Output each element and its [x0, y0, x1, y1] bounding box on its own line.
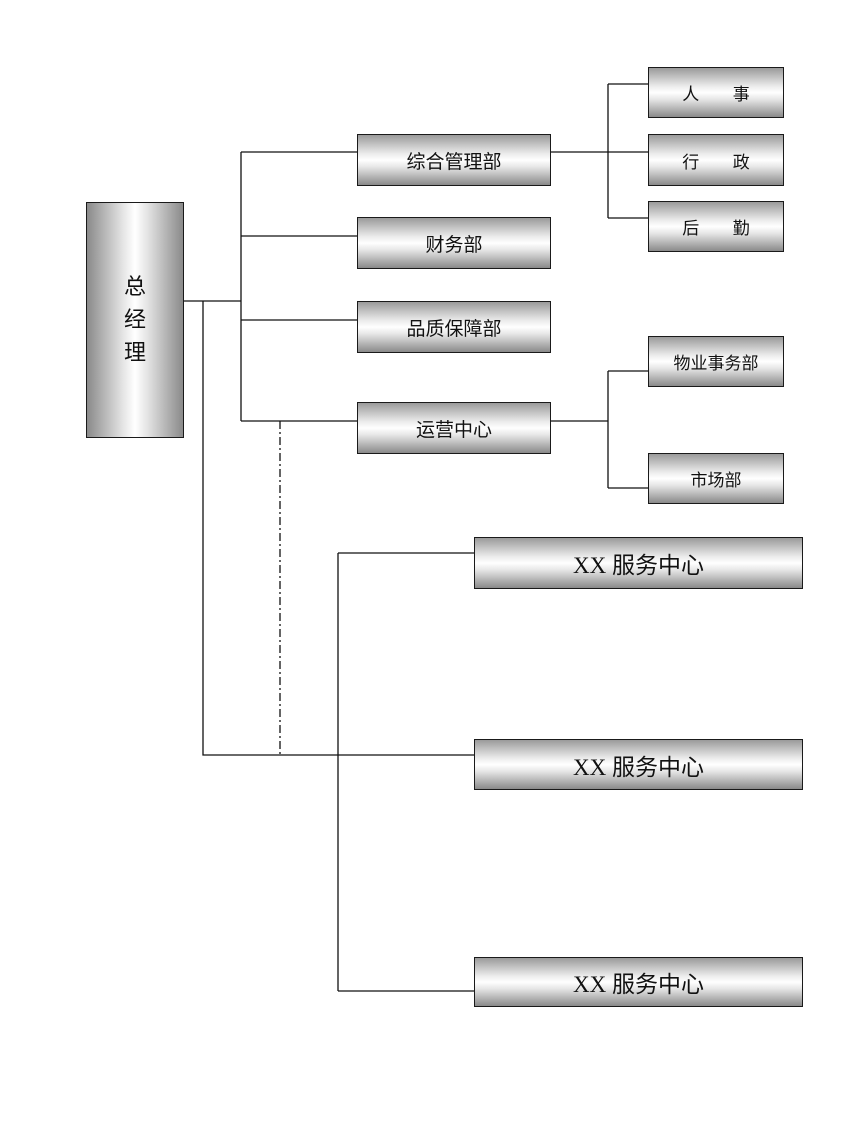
subunit-box-marketing: 市场部: [648, 453, 784, 504]
department-label: 综合管理部: [406, 150, 502, 173]
subunit-box-hr: 人 事: [648, 67, 784, 118]
service-center-box: XX 服务中心: [474, 957, 803, 1007]
general-manager-label: 理: [123, 340, 146, 366]
service-center-label: XX 服务中心: [573, 972, 704, 997]
general-manager-box: 总 经 理: [86, 202, 184, 438]
subunit-label: 物业事务部: [673, 354, 759, 374]
general-manager-label: 经: [123, 307, 146, 333]
department-label: 运营中心: [415, 418, 492, 441]
department-box-general-admin: 综合管理部: [357, 134, 551, 186]
subunit-label: 人 事: [682, 85, 764, 105]
subunit-label: 后 勤: [682, 219, 764, 239]
department-label: 品质保障部: [406, 317, 502, 340]
subunit-box-logistics: 后 勤: [648, 201, 784, 252]
subunit-label: 行 政: [682, 152, 764, 173]
service-center-label: XX 服务中心: [573, 553, 704, 578]
service-center-label: XX 服务中心: [573, 754, 704, 780]
service-center-box: XX 服务中心: [474, 739, 803, 790]
department-box-quality-assurance: 品质保障部: [357, 301, 551, 353]
department-label: 财务部: [425, 233, 483, 256]
root-to-service-centers-line: [202, 301, 474, 756]
subunit-label: 市场部: [690, 471, 742, 491]
general-manager-label: 总: [123, 274, 146, 300]
service-center-box: XX 服务中心: [474, 537, 803, 589]
subunit-box-property-affairs: 物业事务部: [648, 336, 784, 387]
department-box-operations-center: 运营中心: [357, 402, 551, 454]
subunit-box-admin: 行 政: [648, 134, 784, 186]
department-box-finance: 财务部: [357, 217, 551, 269]
